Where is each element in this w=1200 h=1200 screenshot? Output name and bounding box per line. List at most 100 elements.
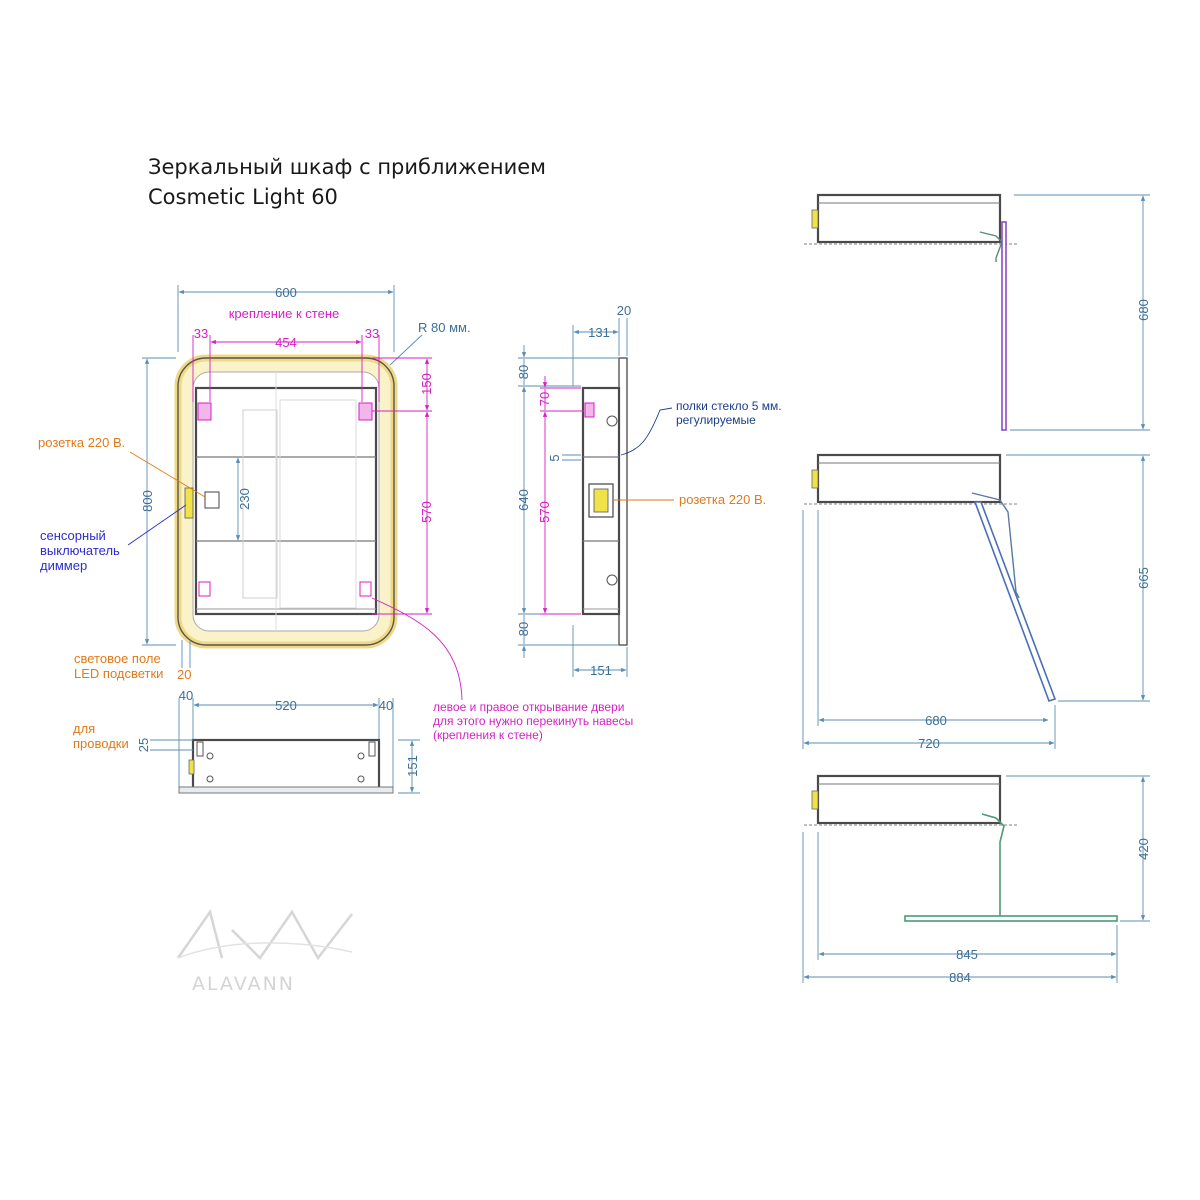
- dim-top-middle: 520: [275, 698, 297, 713]
- dim-side-top-margin: 80: [516, 365, 531, 379]
- mount-top-right: [358, 402, 373, 421]
- shelves-label-2: регулируемые: [676, 413, 756, 427]
- dim-side-mount-span: 570: [537, 501, 552, 523]
- logo-brand: ALAVANN: [192, 973, 295, 995]
- mirror-inner: [192, 371, 380, 632]
- cabinet-body: [194, 386, 378, 616]
- dim-margin-right: 33: [365, 326, 379, 341]
- hinge-note-2: для этого нужно перекинуть навесы: [433, 714, 633, 728]
- ov1-body: [816, 193, 1002, 244]
- ov1-switch: [811, 209, 819, 229]
- ov3-door: [904, 915, 1118, 922]
- interior-panel-right: [279, 399, 357, 609]
- dim-shelf-thickness: 5: [547, 454, 562, 461]
- top-view-hole-3: [357, 752, 365, 760]
- front-view: 600 крепление к стене 33 454 33 R 80 мм.…: [38, 285, 633, 742]
- side-door: [618, 357, 628, 646]
- mount-top-left: [197, 402, 212, 421]
- dim-side-top-depth: 131: [588, 325, 610, 340]
- wiring-size: 25: [136, 738, 151, 752]
- dim-flat-depth-inner: 845: [956, 947, 978, 962]
- dim-angled-depth-inner: 680: [925, 713, 947, 728]
- dim-flat-depth-outer: 884: [949, 970, 971, 985]
- top-view-switch: [188, 759, 195, 775]
- open-view-angled: 665 680 720: [802, 453, 1151, 751]
- side-hole-1: [606, 415, 618, 427]
- hinge-note-3: (крепления к стене): [433, 728, 543, 742]
- top-view-body: [191, 738, 381, 790]
- dim-angled-depth-outer: 720: [918, 736, 940, 751]
- brand-logo: ALAVANN: [176, 909, 353, 995]
- hinge-note-1: левое и правое открывание двери: [433, 700, 624, 714]
- radius-leader: [389, 334, 423, 366]
- top-view-door: [178, 786, 394, 794]
- wiring-label-2: проводки: [73, 736, 129, 751]
- open-view-flat: 420 845 884: [802, 774, 1151, 985]
- dim-side-bottom-depth: 151: [590, 663, 612, 678]
- dim-top-left: 40: [179, 688, 193, 703]
- ov3-body: [816, 774, 1002, 825]
- title-line-2: Cosmetic Light 60: [148, 185, 338, 209]
- touch-switch: [184, 487, 194, 519]
- ov1-door: [1001, 221, 1007, 431]
- ov2-switch: [811, 469, 819, 489]
- dim-flat-height: 420: [1136, 838, 1151, 860]
- ov3-hinge-arm: [981, 813, 1005, 916]
- top-view-hinge-left: [196, 741, 204, 757]
- top-view-hole-2: [206, 775, 214, 783]
- led-label-2: LED подсветки: [74, 666, 163, 681]
- top-view-hole-4: [357, 775, 365, 783]
- top-view-hinge-right: [368, 741, 376, 757]
- mount-bottom-left: [198, 581, 211, 597]
- dim-inner-width: 454: [275, 335, 297, 350]
- mirror-outline: [177, 357, 395, 646]
- dim-top-depth: 151: [405, 755, 420, 777]
- side-mount-top: [584, 402, 595, 418]
- side-body: [581, 386, 621, 616]
- shelves-leader: [620, 407, 673, 456]
- wiring-label-1: для: [73, 721, 95, 736]
- radius-label: R 80 мм.: [418, 320, 471, 335]
- switch-label-1: сенсорный: [40, 528, 106, 543]
- switch-label-2: выключатель: [40, 543, 120, 558]
- socket-label-side: розетка 220 В.: [679, 492, 766, 507]
- ov2-body: [816, 453, 1002, 504]
- led-width: 20: [177, 667, 191, 682]
- dim-margin-left: 33: [194, 326, 208, 341]
- top-view: 40 520 40 151 для проводки 25: [73, 688, 420, 794]
- dim-shelf-gap: 230: [237, 488, 252, 510]
- switch-leader: [127, 504, 187, 546]
- side-view: 131 20 80 640 80 70 570 5 151: [516, 303, 782, 678]
- ov2-door: [973, 501, 1057, 703]
- dim-top-shelf: 70: [537, 392, 552, 406]
- ov1-hinge: [979, 231, 1003, 262]
- open-view-vertical: 680: [804, 193, 1151, 431]
- dim-height-total: 800: [140, 490, 155, 512]
- logo-mark-icon: [176, 909, 353, 961]
- dim-door-thickness: 20: [617, 303, 631, 318]
- side-socket: [593, 488, 609, 513]
- ov3-switch: [811, 790, 819, 810]
- title-line-1: Зеркальный шкаф с приближением: [148, 155, 546, 179]
- dim-top-offset: 150: [419, 373, 434, 395]
- side-hole-2: [606, 574, 618, 586]
- dim-body-height: 640: [516, 489, 531, 511]
- dim-side-bottom-margin: 80: [516, 622, 531, 636]
- logo-swoosh-icon: [177, 942, 353, 959]
- dim-top-right: 40: [379, 698, 393, 713]
- hinge-leader: [371, 597, 463, 701]
- mount-bottom-right: [359, 581, 372, 597]
- dim-width-total: 600: [275, 285, 297, 300]
- dim-closed-height: 680: [1136, 299, 1151, 321]
- led-label-1: световое поле: [74, 651, 161, 666]
- dim-angled-height: 665: [1136, 567, 1151, 589]
- interior-panel-left: [242, 409, 278, 599]
- socket-label-front: розетка 220 В.: [38, 435, 125, 450]
- top-view-hole-1: [206, 752, 214, 760]
- ov2-hinge-arm: [971, 492, 1020, 599]
- switch-label-3: диммер: [40, 558, 87, 573]
- socket-front: [204, 491, 220, 509]
- shelves-label-1: полки стекло 5 мм.: [676, 399, 782, 413]
- socket-leader-front: [129, 451, 206, 498]
